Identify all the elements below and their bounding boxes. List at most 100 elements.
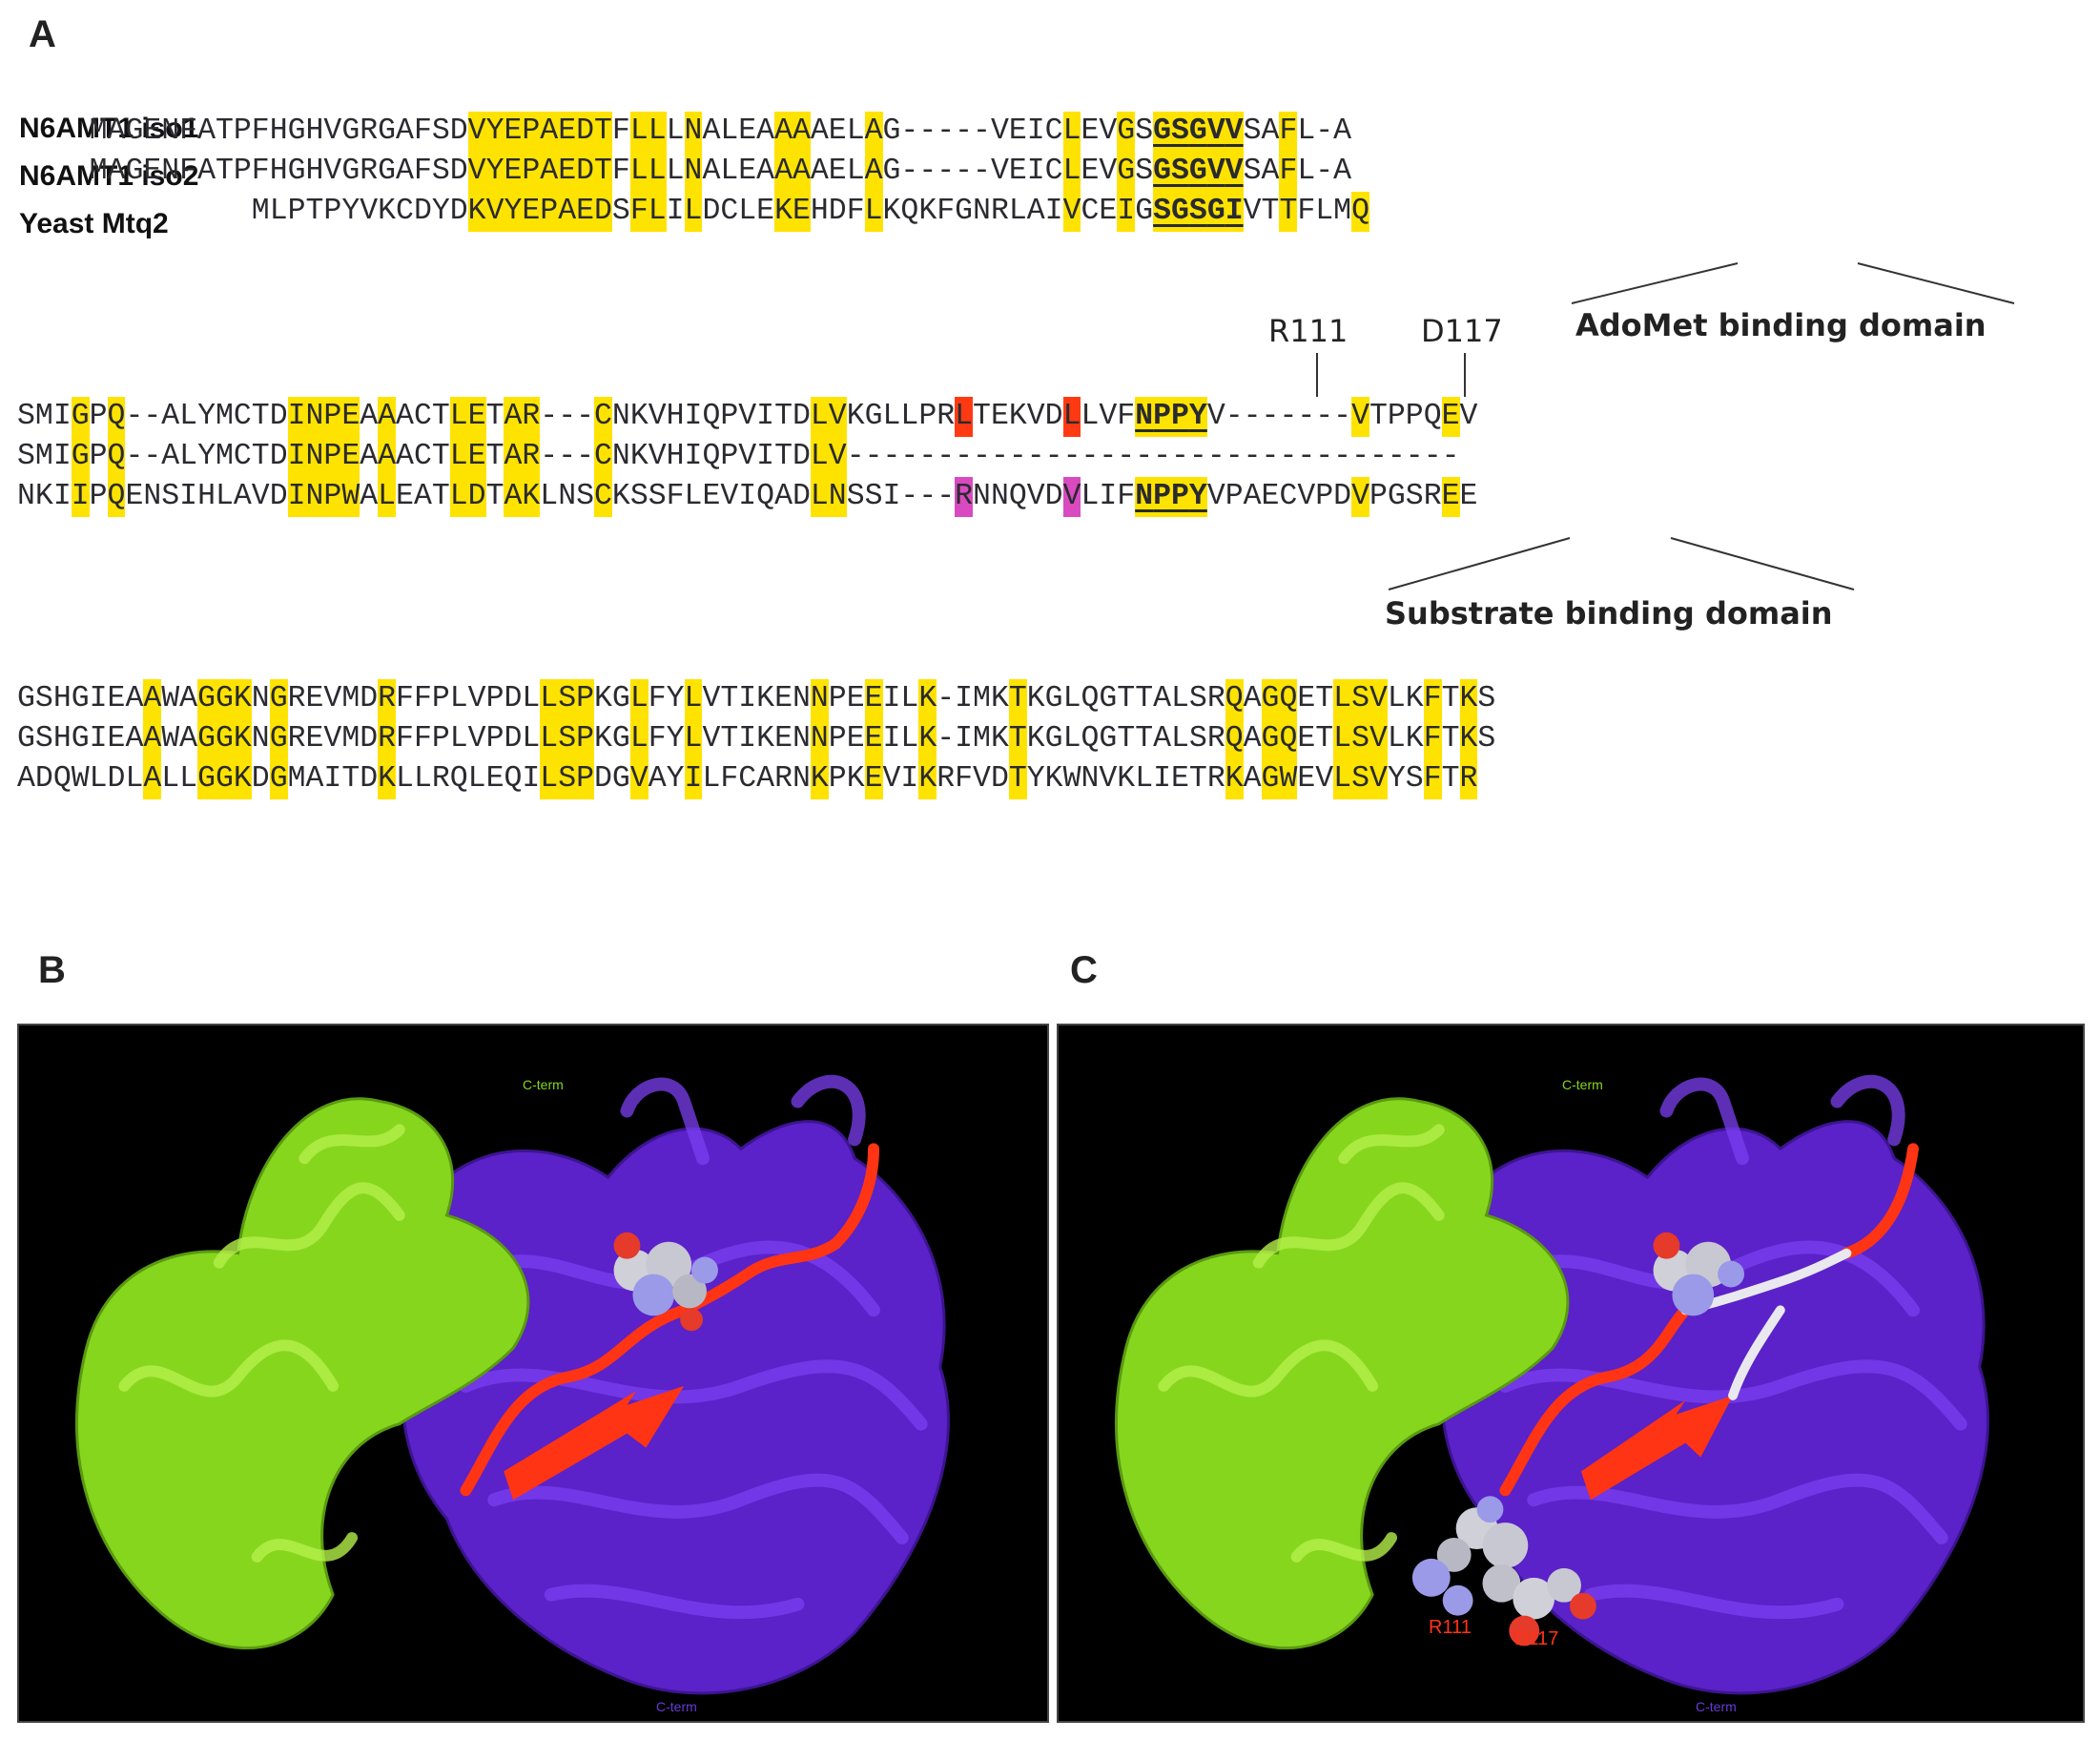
- residue: -: [125, 440, 144, 473]
- residue: K: [1026, 722, 1045, 756]
- residue: L: [629, 679, 649, 719]
- residue: -: [1225, 440, 1244, 473]
- residue: P: [323, 477, 342, 517]
- residue: N: [1135, 477, 1154, 517]
- residue: E: [485, 762, 504, 796]
- residue: A: [1243, 762, 1262, 796]
- residue: T: [1135, 682, 1154, 715]
- residue: Y: [485, 152, 504, 192]
- residue: V: [1351, 477, 1369, 517]
- residue: L: [449, 682, 468, 715]
- r111-structure-label: R111: [1429, 1617, 1472, 1638]
- residue: S: [629, 480, 649, 513]
- residue: R: [522, 437, 541, 477]
- residue: L: [1008, 195, 1027, 228]
- residue: N: [684, 152, 703, 192]
- residue: L: [846, 114, 865, 148]
- residue: E: [1441, 477, 1460, 517]
- residue: -: [1243, 400, 1262, 433]
- residue: G: [71, 722, 90, 756]
- residue: T: [1441, 722, 1460, 756]
- residue: V: [323, 722, 342, 756]
- residue: V: [1099, 114, 1118, 148]
- residue: T: [1441, 682, 1460, 715]
- residue: V: [1206, 400, 1225, 433]
- residue: M: [215, 400, 234, 433]
- residue: P: [89, 480, 108, 513]
- residue: -: [576, 440, 594, 473]
- residue: L: [1315, 195, 1334, 228]
- residue: E: [522, 192, 541, 232]
- residue: N: [810, 719, 829, 759]
- residue: T: [431, 440, 450, 473]
- residue: G: [1188, 152, 1207, 192]
- residue: [197, 192, 216, 232]
- residue: N: [1081, 762, 1100, 796]
- residue: V: [990, 155, 1009, 188]
- residue: Q: [900, 195, 919, 228]
- residue: D: [828, 195, 847, 228]
- residue: P: [720, 400, 739, 433]
- residue: L: [1387, 722, 1406, 756]
- residue: V: [738, 440, 757, 473]
- residue: -: [1405, 440, 1424, 473]
- residue: S: [1477, 722, 1496, 756]
- residue: I: [1117, 192, 1136, 232]
- residue: G: [1044, 682, 1063, 715]
- residue: I: [179, 480, 198, 513]
- residue: D: [413, 195, 432, 228]
- residue: T: [594, 112, 612, 152]
- residue: G: [1135, 195, 1154, 228]
- residue: S: [1135, 155, 1154, 188]
- residue: N: [828, 477, 847, 517]
- residue: Q: [107, 477, 126, 517]
- residue: V: [1369, 759, 1388, 799]
- residue: A: [774, 480, 793, 513]
- residue: K: [467, 192, 486, 232]
- residue: L: [720, 155, 739, 188]
- residue: W: [341, 477, 360, 517]
- residue: H: [269, 114, 288, 148]
- residue: M: [973, 682, 991, 715]
- residue: A: [1243, 722, 1262, 756]
- residue: I: [1026, 155, 1045, 188]
- residue: P: [1369, 480, 1388, 513]
- residue: A: [540, 152, 559, 192]
- residue: M: [89, 155, 108, 188]
- adomet-domain-label: AdoMet binding domain: [1575, 307, 1987, 343]
- residue: P: [522, 112, 541, 152]
- residue: D: [576, 112, 594, 152]
- residue: A: [305, 762, 324, 796]
- residue: M: [341, 722, 360, 756]
- residue: F: [413, 155, 432, 188]
- residue: K: [1459, 719, 1478, 759]
- residue: T: [1008, 719, 1027, 759]
- residue: S: [1188, 192, 1207, 232]
- residue: V: [648, 400, 667, 433]
- residue: G: [1153, 112, 1171, 152]
- residue: A: [143, 679, 162, 719]
- alignment-row: GSHGIEAAWAGGKNGREVMDRFFPLVPDLLSPKGLFYLVT…: [17, 719, 1495, 759]
- residue: -: [973, 155, 991, 188]
- residue-label-r111: R111: [1268, 313, 1349, 349]
- residue: T: [215, 114, 234, 148]
- residue: Y: [197, 440, 216, 473]
- residue: -: [558, 400, 577, 433]
- residue: F: [1423, 679, 1442, 719]
- residue: A: [540, 112, 559, 152]
- residue: S: [1135, 114, 1154, 148]
- residue: H: [666, 440, 685, 473]
- residue: E: [1297, 722, 1316, 756]
- residue: S: [17, 440, 35, 473]
- residue: L: [810, 477, 829, 517]
- residue: V: [1206, 112, 1225, 152]
- residue: A: [792, 112, 811, 152]
- alignment-row: SMIGPQ--ALYMCTDINPEAAACTLETAR---CNKVHIQP…: [17, 397, 1477, 437]
- residue: T: [1315, 722, 1334, 756]
- residue: T: [720, 722, 739, 756]
- residue: A: [143, 759, 162, 799]
- residue: -: [1171, 440, 1189, 473]
- residue: D: [449, 195, 468, 228]
- residue: -: [918, 440, 937, 473]
- alignment-block-3: GSHGIEAAWAGGKNGREVMDRFFPLVPDLLSPKGLFYLVT…: [17, 679, 1495, 799]
